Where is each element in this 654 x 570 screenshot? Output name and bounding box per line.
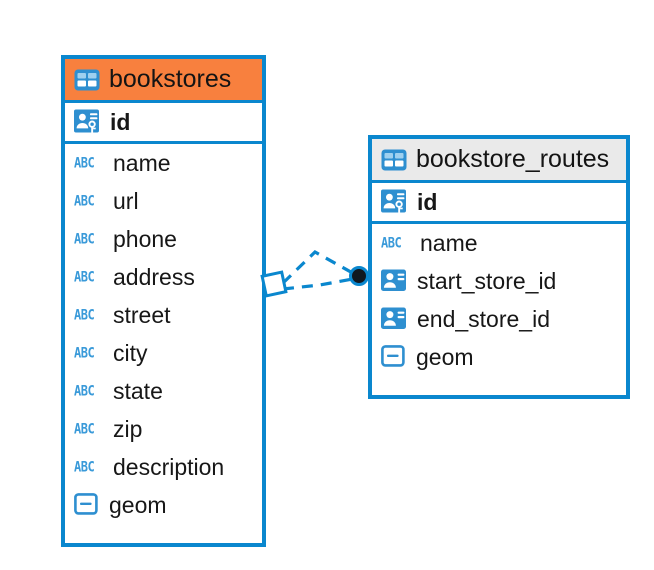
field-row-end-store-id[interactable]: end_store_id	[372, 300, 626, 338]
abc-text-icon: ABC	[74, 192, 95, 210]
entity-bookstore-routes-header[interactable]: bookstore_routes	[372, 139, 626, 183]
field-label-address: address	[113, 263, 195, 290]
entity-bookstores-fields: ABC name ABC url ABC phone ABC address A…	[65, 144, 262, 524]
field-label-name: name	[420, 229, 478, 256]
field-label-zip: zip	[113, 415, 143, 442]
table-icon	[74, 69, 100, 91]
abc-text-icon: ABC	[74, 154, 95, 172]
entity-bookstore-routes-title: bookstore_routes	[416, 145, 610, 173]
entity-bookstores-primary-keys: id	[65, 103, 262, 144]
filled-circle-marker	[349, 266, 369, 286]
field-row-description[interactable]: ABC description	[65, 448, 262, 486]
relationship-line-lower	[282, 276, 359, 291]
entity-bookstore-routes-primary-keys: id	[372, 183, 626, 224]
field-label-geom: geom	[109, 491, 167, 518]
field-row-state[interactable]: ABC state	[65, 372, 262, 410]
foreign-key-icon	[381, 307, 408, 331]
geometry-icon	[74, 493, 100, 517]
field-label-name: name	[113, 149, 171, 176]
abc-text-icon: ABC	[74, 268, 95, 286]
abc-text-icon: ABC	[74, 306, 95, 324]
table-icon	[381, 149, 407, 171]
entity-bookstore-routes-fields: ABC name start_store_id	[372, 224, 626, 376]
field-label-phone: phone	[113, 225, 177, 252]
field-label-url: url	[113, 187, 139, 214]
entity-bookstores-header[interactable]: bookstores	[65, 59, 262, 103]
relationship-line-upper	[281, 250, 359, 285]
field-label-end-store-id: end_store_id	[417, 305, 550, 332]
field-row-id[interactable]: id	[65, 103, 262, 141]
entity-bookstore-routes[interactable]: bookstore_routes id	[368, 135, 630, 399]
field-label-id: id	[417, 188, 438, 215]
field-label-street: street	[113, 301, 171, 328]
field-row-phone[interactable]: ABC phone	[65, 220, 262, 258]
entity-bookstores[interactable]: bookstores id	[61, 55, 266, 547]
field-row-address[interactable]: ABC address	[65, 258, 262, 296]
field-label-id: id	[110, 108, 131, 135]
primary-key-icon	[74, 109, 101, 135]
field-row-name[interactable]: ABC name	[372, 224, 626, 262]
abc-text-icon: ABC	[74, 230, 95, 248]
field-row-url[interactable]: ABC url	[65, 182, 262, 220]
foreign-key-icon	[381, 269, 408, 293]
field-row-city[interactable]: ABC city	[65, 334, 262, 372]
abc-text-icon: ABC	[74, 344, 95, 362]
abc-text-icon: ABC	[74, 420, 95, 438]
geometry-icon	[381, 345, 407, 369]
field-row-id[interactable]: id	[372, 183, 626, 221]
abc-text-icon: ABC	[74, 458, 95, 476]
field-label-city: city	[113, 339, 148, 366]
abc-text-icon: ABC	[381, 234, 402, 252]
field-row-name[interactable]: ABC name	[65, 144, 262, 182]
field-row-start-store-id[interactable]: start_store_id	[372, 262, 626, 300]
entity-bookstores-title: bookstores	[109, 65, 232, 93]
field-label-description: description	[113, 453, 225, 480]
field-row-street[interactable]: ABC street	[65, 296, 262, 334]
field-label-start-store-id: start_store_id	[417, 267, 557, 294]
primary-key-icon	[381, 189, 408, 215]
field-label-state: state	[113, 377, 163, 404]
field-label-geom: geom	[416, 343, 474, 370]
field-row-geom[interactable]: geom	[65, 486, 262, 524]
abc-text-icon: ABC	[74, 382, 95, 400]
field-row-geom[interactable]: geom	[372, 338, 626, 376]
field-row-zip[interactable]: ABC zip	[65, 410, 262, 448]
